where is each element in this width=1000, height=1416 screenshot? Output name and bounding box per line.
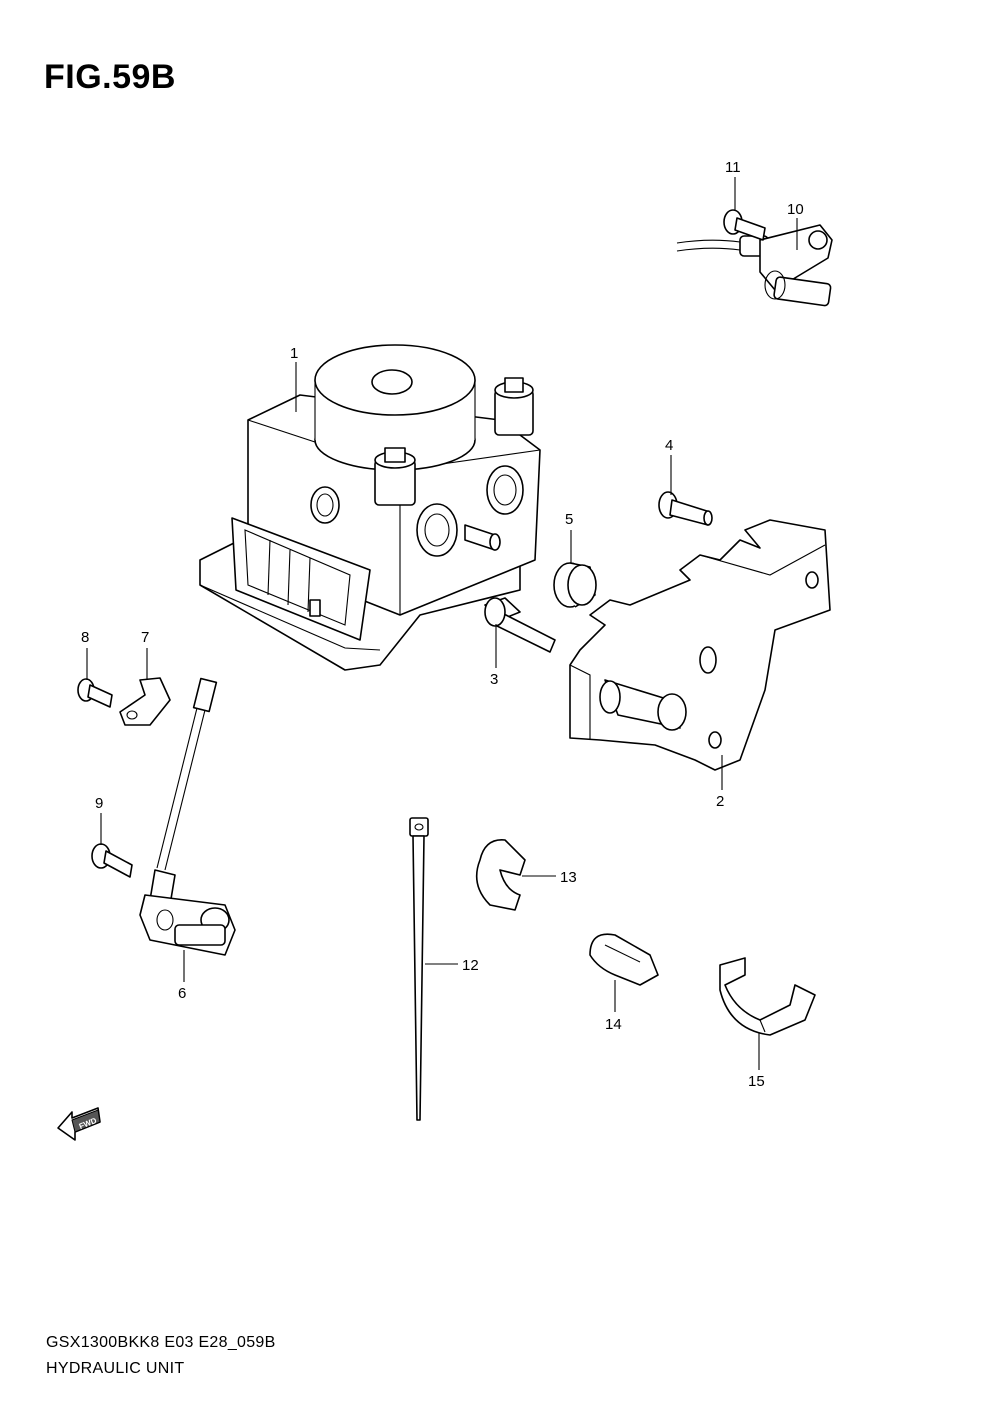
leader-lines [86, 177, 798, 1070]
cable-tie-part [409, 817, 429, 1121]
fwd-arrow-icon: FWD [57, 1107, 101, 1141]
clip-13-part [475, 839, 526, 911]
bracket-part [569, 519, 831, 771]
callout-10: 10 [787, 201, 804, 218]
grommet-part [553, 562, 597, 608]
callout-13: 13 [560, 869, 577, 886]
hydraulic-unit-part [199, 344, 541, 671]
figure-footer: GSX1300BKK8 E03 E28_059B HYDRAULIC UNIT [46, 1330, 276, 1382]
section-name: HYDRAULIC UNIT [46, 1360, 185, 1377]
callout-1: 1 [290, 345, 298, 362]
clamp-7-part [119, 677, 171, 726]
callout-11: 11 [725, 159, 741, 176]
callout-5: 5 [565, 511, 573, 528]
callout-12: 12 [462, 957, 479, 974]
callout-2: 2 [716, 793, 724, 810]
bolt-11-part [723, 209, 766, 241]
figure-title: FIG.59B [44, 58, 176, 96]
clip-14-part [589, 933, 659, 986]
callout-9: 9 [95, 795, 103, 812]
callout-15: 15 [748, 1073, 765, 1090]
bolt-8-part [77, 678, 113, 708]
clamp-15-part [719, 957, 816, 1036]
bolt-4-part [658, 491, 713, 526]
speed-sensor-6-part [139, 677, 236, 956]
callout-6: 6 [178, 985, 186, 1002]
callout-numbers: 1 2 3 4 5 6 7 8 9 10 11 12 13 14 15 [81, 159, 804, 1090]
callout-8: 8 [81, 629, 89, 646]
callout-14: 14 [605, 1016, 622, 1033]
callout-3: 3 [490, 671, 498, 688]
bolt-9-part [91, 843, 133, 878]
callout-4: 4 [665, 437, 673, 454]
bolt-3-part [484, 597, 556, 653]
callout-7: 7 [141, 629, 149, 646]
model-code: GSX1300BKK8 E03 E28_059B [46, 1334, 276, 1351]
speed-sensor-10-part [676, 224, 833, 307]
